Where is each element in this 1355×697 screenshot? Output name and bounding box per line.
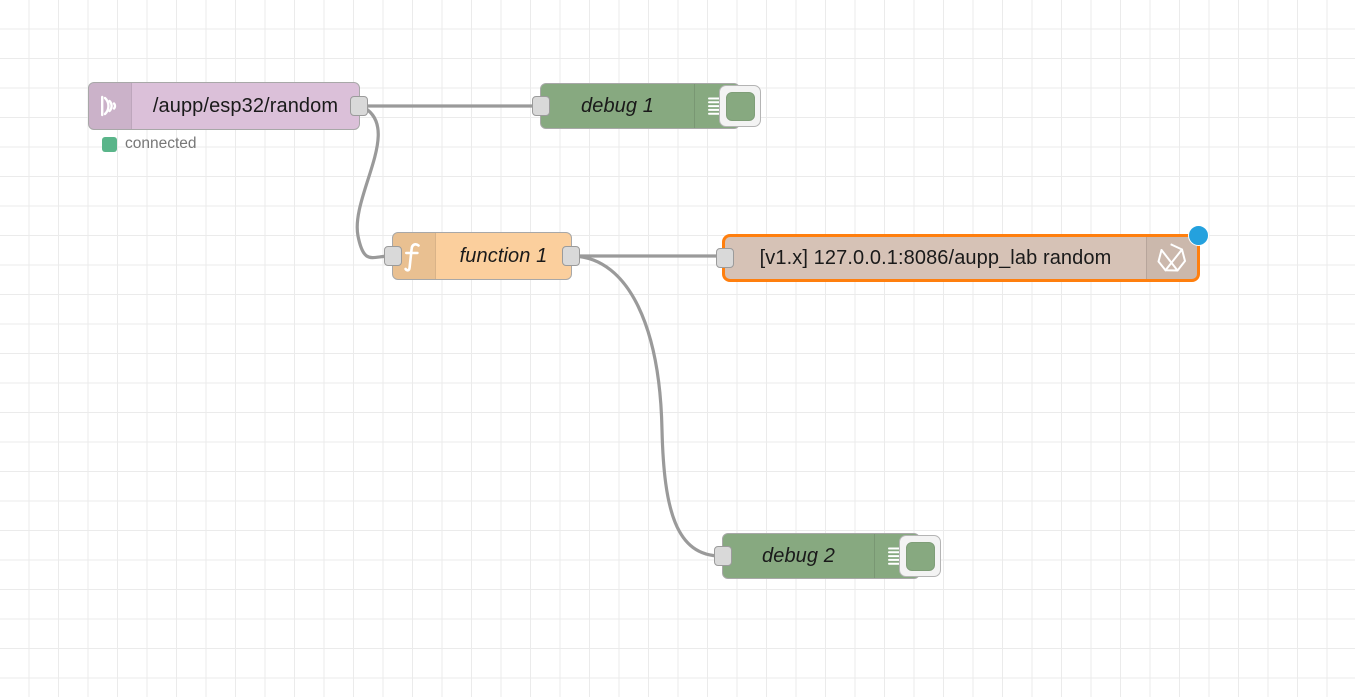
debug-toggle-button-1[interactable] bbox=[719, 85, 761, 127]
changed-indicator-dot bbox=[1188, 225, 1209, 246]
node-label-debug-2: debug 2 bbox=[762, 544, 835, 567]
status-text: connected bbox=[125, 135, 197, 152]
wire-function-to-debug2[interactable] bbox=[571, 254, 723, 558]
influxdb-polygon-icon bbox=[1146, 237, 1197, 279]
node-influxdb-out[interactable]: [v1.x] 127.0.0.1:8086/aupp_lab random bbox=[716, 225, 1209, 282]
output-port-function-1[interactable] bbox=[562, 246, 580, 266]
node-mqtt-in[interactable]: /aupp/esp32/random bbox=[88, 82, 368, 130]
debug-toggle-button-2[interactable] bbox=[899, 535, 941, 577]
input-port-influxdb-out[interactable] bbox=[716, 248, 734, 268]
debug-toggle-indicator bbox=[905, 541, 935, 571]
input-port-debug-2[interactable] bbox=[714, 546, 732, 566]
debug-toggle-indicator bbox=[725, 91, 755, 121]
node-label-debug-1: debug 1 bbox=[581, 94, 654, 117]
output-port-mqtt-in[interactable] bbox=[350, 96, 368, 116]
node-status-mqtt-in: connected bbox=[102, 135, 197, 153]
node-label-function-1: function 1 bbox=[459, 244, 548, 267]
node-function-1[interactable]: function 1 bbox=[384, 232, 580, 280]
node-debug-2[interactable]: debug 2 bbox=[714, 533, 941, 579]
node-label-influxdb-out: [v1.x] 127.0.0.1:8086/aupp_lab random bbox=[759, 246, 1112, 269]
mqtt-wifi-icon bbox=[89, 83, 132, 129]
status-dot-icon bbox=[102, 136, 117, 152]
function-f-icon bbox=[393, 233, 436, 279]
node-label-mqtt-in: /aupp/esp32/random bbox=[152, 94, 339, 117]
input-port-function-1[interactable] bbox=[384, 246, 402, 266]
input-port-debug-1[interactable] bbox=[532, 96, 550, 116]
wire-mqtt-to-function[interactable] bbox=[355, 104, 393, 260]
node-debug-1[interactable]: debug 1 bbox=[532, 83, 761, 129]
